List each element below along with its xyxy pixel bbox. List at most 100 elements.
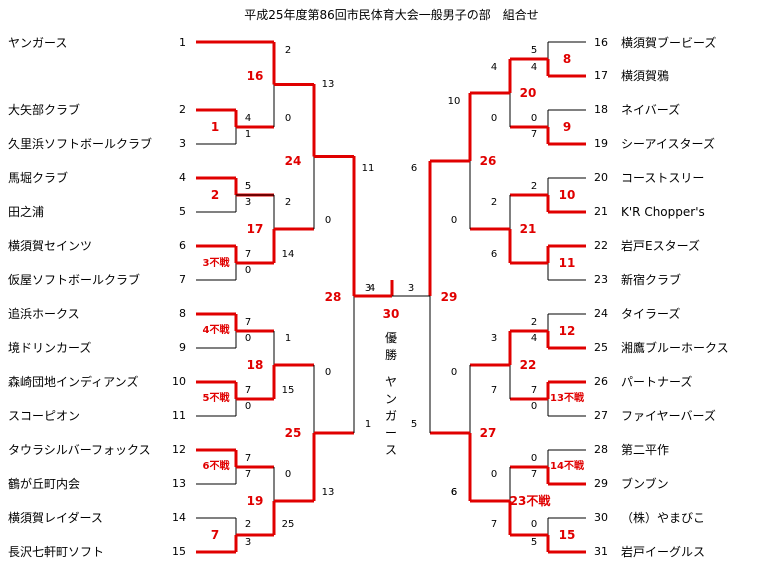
seed-number: 5 [179,205,186,218]
seed-number: 7 [179,273,186,286]
score: 3 [407,283,415,294]
team-name: K'R Chopper's [621,205,705,219]
score: 7 [490,385,498,396]
match-number: 29 [440,290,458,304]
seed-number: 15 [172,545,186,558]
score: 13 [321,487,335,498]
seed-number: 30 [594,511,608,524]
match-number: 7 [210,528,220,542]
score: 6 [450,487,458,498]
team-name: 境ドリンカーズ [8,341,92,355]
score: 2 [530,317,538,328]
team-name: 岩戸Eスターズ [621,239,700,253]
team-name: 横須賀セインツ [8,239,93,253]
team-name: 追浜ホークス [8,307,80,321]
score: 0 [284,113,292,124]
match-number: 27 [479,426,497,440]
seed-number: 21 [594,205,608,218]
match-number: 13不戦 [550,393,584,404]
seed-number: 12 [172,443,186,456]
seed-number: 9 [179,341,186,354]
score: 5 [410,419,418,430]
team-name: 湘鷹ブルーホークス [621,341,729,355]
seed-number: 14 [172,511,186,524]
score: 4 [368,283,376,294]
seed-number: 25 [594,341,608,354]
match-number: 18 [246,358,264,372]
score: 0 [324,367,332,378]
score: 0 [284,469,292,480]
seed-number: 28 [594,443,608,456]
score: 2 [490,197,498,208]
team-name: 第二平作 [621,443,670,457]
match-number: 6不戦 [202,461,230,472]
score: 15 [281,385,295,396]
match-number: 19 [246,494,264,508]
seed-number: 18 [594,103,608,116]
seed-number: 31 [594,545,608,558]
score: 11 [361,163,375,174]
score: 3 [244,537,252,548]
match-number: 12 [558,324,576,338]
score: 7 [490,519,498,530]
seed-number: 8 [179,307,186,320]
score: 4 [490,62,498,73]
champion-label: 優勝 [384,331,397,362]
seed-number: 22 [594,239,608,252]
score: 0 [530,453,538,464]
seed-number: 26 [594,375,608,388]
score: 1 [364,419,372,430]
score: 7 [244,453,252,464]
score: 2 [284,197,292,208]
score: 3 [364,283,372,294]
seed-number: 3 [179,137,186,150]
team-name: 田之浦 [8,205,45,219]
match-number: 3不戦 [202,258,230,269]
seed-number: 29 [594,477,608,490]
team-name: （株）やまびこ [621,511,706,525]
match-number: 8 [562,52,572,66]
team-name: 森崎団地インディアンズ [8,375,139,389]
seed-number: 17 [594,69,608,82]
team-name: 長沢七軒町ソフト [8,545,105,559]
team-name: 横須賀レイダース [8,511,103,525]
score: 1 [284,333,292,344]
team-name: ブンブン [621,477,669,491]
seed-number: 11 [172,409,186,422]
score: 7 [244,249,252,260]
score: 5 [530,537,538,548]
score: 0 [530,113,538,124]
match-number: 22 [519,358,537,372]
score: 6 [450,487,458,498]
score: 5 [244,181,252,192]
score: 2 [284,45,292,56]
score: 0 [324,215,332,226]
match-number: 17 [246,222,264,236]
match-number: 14不戦 [550,461,584,472]
score: 6 [410,163,418,174]
match-number: 25 [284,426,302,440]
score: 0 [490,469,498,480]
score: 4 [530,62,538,73]
score: 2 [530,181,538,192]
score: 3 [244,197,252,208]
seed-number: 23 [594,273,608,286]
score: 14 [281,249,295,260]
score: 2 [244,519,252,530]
seed-number: 27 [594,409,608,422]
team-name: 久里浜ソフトボールクラブ [8,137,153,151]
team-name: 新宿クラブ [621,273,682,287]
team-name: 横須賀ブービーズ [621,36,717,50]
score: 7 [530,385,538,396]
team-name: ファイヤーバーズ [621,409,716,423]
score: 0 [244,333,252,344]
seed-number: 19 [594,137,608,150]
score: 0 [450,367,458,378]
score: 0 [530,401,538,412]
team-name: タイラーズ [621,307,681,321]
seed-number: 4 [179,171,186,184]
score: 7 [244,385,252,396]
team-name: 仮屋ソフトボールクラブ [8,273,141,287]
seed-number: 24 [594,307,608,320]
